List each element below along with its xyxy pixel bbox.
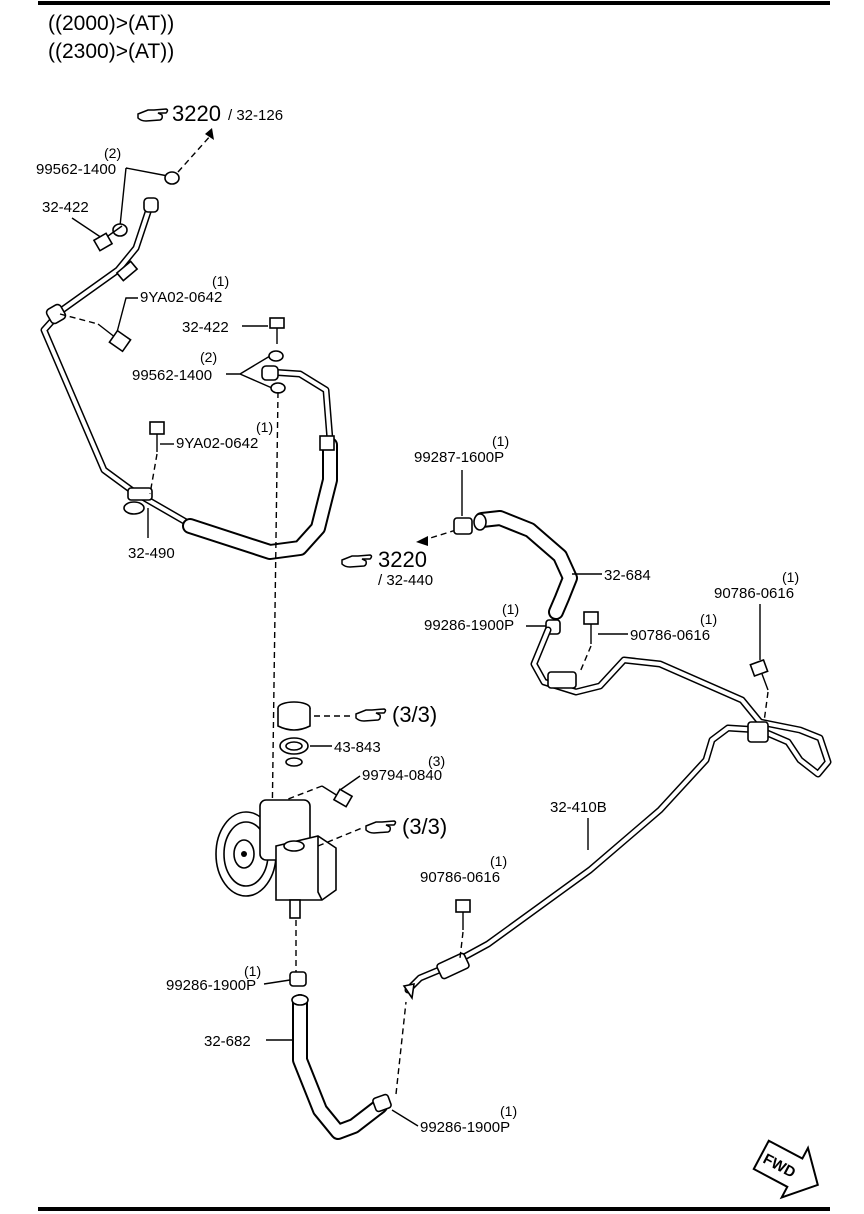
leader-washer-mid (226, 355, 273, 389)
bolt-90786-a-qty: (1) (700, 611, 717, 627)
dash-9ya-low (149, 453, 158, 495)
clamp-99286-c-qty: (1) (500, 1103, 517, 1119)
bolt-90786-b (749, 658, 769, 691)
hose-32-684[interactable] (473, 510, 578, 620)
clamp-99286-a-label: 99286-1900P (424, 617, 514, 634)
ref-mid[interactable]: 3220 / 32-440 (341, 547, 433, 589)
bolt-90786-b-qty: (1) (782, 569, 799, 585)
clamp-99286-c-label: 99286-1900P (420, 1119, 510, 1136)
clamp-99286-c (372, 1093, 392, 1113)
clamp-99287 (453, 517, 473, 535)
leader-ref-pump (317, 827, 363, 847)
dash-90786-c (459, 931, 464, 959)
clamp-99286-a-qty: (1) (502, 601, 519, 617)
ref-mid-number: 3220 (378, 547, 427, 572)
header-line-1: ((2000)>(AT)) (48, 12, 174, 35)
bolt-90786-c (455, 899, 471, 930)
washer-mid-1 (268, 350, 284, 362)
bolt-99794-qty: (3) (428, 753, 445, 769)
pointing-hand-icon (341, 554, 373, 568)
bolt-top-label: 32-422 (42, 199, 89, 216)
dash-clamp-c (395, 1001, 407, 1095)
pipe-410b-label: 32-410B (550, 799, 607, 816)
washer-mid-label: 99562-1400 (132, 367, 212, 384)
bolt-90786-a (583, 611, 599, 644)
arrow-ref-top (205, 128, 214, 140)
clamp-99286-b (289, 971, 307, 987)
bolt-top (92, 225, 123, 252)
hose-684-label: 32-684 (604, 567, 651, 584)
pipe-490-label: 32-490 (128, 545, 175, 562)
bolt-9ya-top-qty: (1) (212, 273, 229, 289)
bolt-90786-b-label: 90786-0616 (714, 585, 794, 602)
bolt-90786-a-label: 90786-0616 (630, 627, 710, 644)
pointing-hand-icon (365, 820, 397, 834)
pointing-hand-icon (137, 108, 169, 122)
bolt-mid-label: 32-422 (182, 319, 229, 336)
bolt-mid (269, 317, 285, 344)
dash-9ya-top (59, 313, 99, 325)
ref-cap[interactable]: (3/3) (355, 702, 437, 727)
power-steering-pump[interactable] (215, 799, 337, 919)
leader-ref-mid (423, 529, 457, 541)
washer-top-2 (112, 223, 128, 237)
bolt-9ya-top-label: 9YA02-0642 (140, 289, 222, 306)
bolt-9ya-low-label: 9YA02-0642 (176, 435, 258, 452)
hose-32-682[interactable] (291, 994, 388, 1140)
pipe-32-410b[interactable] (402, 626, 832, 1001)
dash-mid-vertical (271, 391, 279, 831)
fwd-arrow-icon: FWD (752, 1139, 819, 1200)
ref-pump[interactable]: (3/3) (365, 814, 447, 839)
washer-mid-qty: (2) (200, 349, 217, 365)
pointing-hand-icon (355, 708, 387, 722)
seal-43-843[interactable] (279, 737, 309, 767)
ref-pump-text: (3/3) (402, 814, 447, 839)
bolt-90786-c-qty: (1) (490, 853, 507, 869)
ref-mid-subref: / 32-440 (378, 572, 433, 589)
washer-top-label: 99562-1400 (36, 161, 116, 178)
hose-682-label: 32-682 (204, 1033, 251, 1050)
cap[interactable] (277, 701, 311, 731)
dash-90786-a (579, 645, 592, 673)
arrow-ref-mid (416, 536, 428, 546)
clamp-99287-label: 99287-1600P (414, 449, 504, 466)
leader-clamp-99286-b (263, 979, 291, 985)
ref-top-subref: / 32-126 (228, 107, 283, 124)
leader-bolt-top (71, 217, 103, 239)
seal-43843-label: 43-843 (334, 739, 381, 756)
clamp-99286-b-qty: (1) (244, 963, 261, 979)
washer-mid-2 (270, 382, 286, 394)
header-line-2: ((2300)>(AT)) (48, 40, 174, 63)
clamp-99286-b-label: 99286-1900P (166, 977, 256, 994)
dash-90786-b (763, 691, 769, 723)
leader-9ya-top (115, 297, 138, 337)
pipe-32-490[interactable] (40, 197, 338, 560)
ref-cap-text: (3/3) (392, 702, 437, 727)
leader-bolt-99794 (339, 775, 361, 791)
bolt-99794 (321, 785, 354, 808)
bolt-9ya-low-qty: (1) (256, 419, 273, 435)
ref-top-number: 3220 (172, 101, 221, 126)
clamp-99287-qty: (1) (492, 433, 509, 449)
washer-top-qty: (2) (104, 145, 121, 161)
bolt-99794-label: 99794-0840 (362, 767, 442, 784)
bolt-9ya-low (149, 421, 165, 452)
leader-clamp-99286-c (391, 1109, 419, 1127)
bolt-9ya-top (97, 323, 132, 353)
ref-top[interactable]: 3220 / 32-126 (137, 101, 283, 126)
washer-top-1 (164, 171, 180, 185)
leader-ref-top (177, 133, 213, 173)
bolt-90786-c-label: 90786-0616 (420, 869, 500, 886)
leader-washer-top (119, 167, 169, 227)
